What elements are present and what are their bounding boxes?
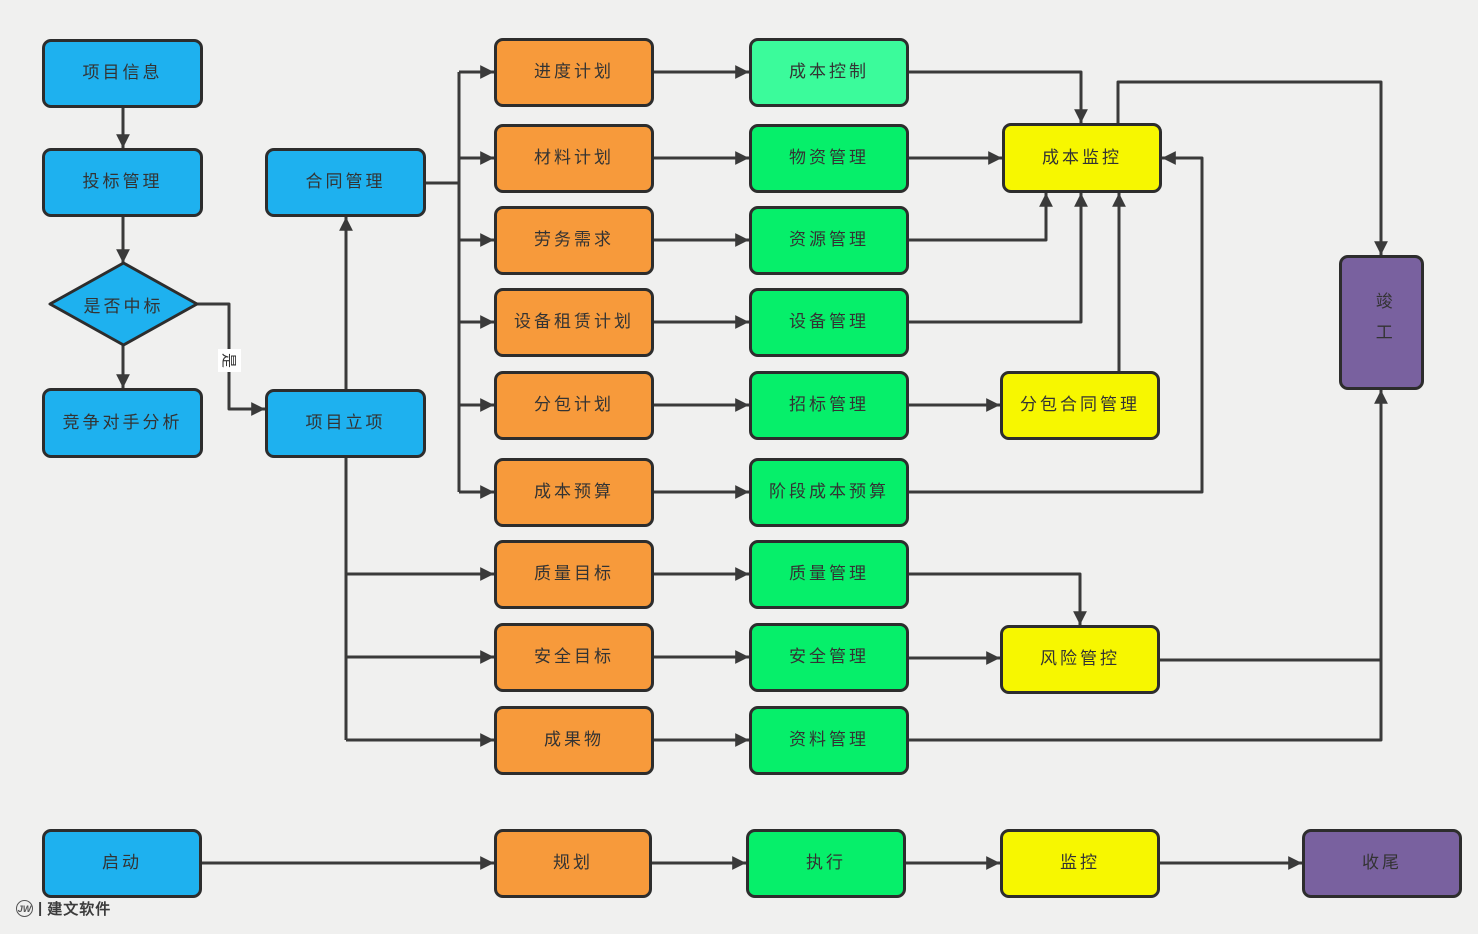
- node-deliverables: 成果物: [494, 706, 654, 775]
- node-equipment-mgmt: 设备管理: [749, 288, 909, 357]
- node-document-mgmt: 资料管理: [749, 706, 909, 775]
- node-stage-cost-budget: 阶段成本预算: [749, 458, 909, 527]
- node-risk-control: 风险管控: [1000, 625, 1160, 694]
- logo-badge-icon: JW: [16, 900, 33, 917]
- node-bid-mgmt: 投标管理: [42, 148, 203, 217]
- edge-stage-cost-budget-to-cost-monitor: [909, 151, 1204, 494]
- node-win-check: 是否中标: [83, 296, 164, 316]
- node-tender-mgmt: 招标管理: [749, 371, 909, 440]
- vendor-logo: JW | 建文软件: [16, 898, 111, 919]
- node-contract-mgmt: 合同管理: [265, 148, 426, 217]
- node-phase-execution: 执行: [746, 829, 906, 898]
- node-project-approval: 项目立项: [265, 389, 426, 458]
- node-cost-budget: 成本预算: [494, 458, 654, 527]
- win-check-diamond-shape: [48, 261, 199, 347]
- node-safety-target: 安全目标: [494, 623, 654, 692]
- node-project-info: 项目信息: [42, 39, 203, 108]
- node-material-mgmt: 物资管理: [749, 124, 909, 193]
- edge-label-yes: 是: [218, 349, 241, 372]
- logo-separator: |: [38, 900, 43, 917]
- logo-company-name: 建文软件: [47, 901, 112, 918]
- node-material-plan: 材料计划: [494, 124, 654, 193]
- edge-quality-mgmt-to-risk-control: [909, 572, 1087, 625]
- node-subcontract-plan: 分包计划: [494, 371, 654, 440]
- node-equipment-lease-plan: 设备租赁计划: [494, 288, 654, 357]
- node-labor-demand: 劳务需求: [494, 206, 654, 275]
- node-phase-monitoring: 监控: [1000, 829, 1160, 898]
- edge-resource-mgmt-to-cost-monitor: [909, 193, 1053, 242]
- edge-equipment-mgmt-to-cost-monitor: [909, 193, 1088, 324]
- edge-cost-monitor-to-completion: [1116, 80, 1388, 255]
- node-completion: 竣工: [1339, 255, 1424, 390]
- node-safety-mgmt: 安全管理: [749, 623, 909, 692]
- node-resource-mgmt: 资源管理: [749, 206, 909, 275]
- edge-cost-control-to-cost-monitor: [909, 70, 1088, 123]
- edge-document-mgmt-to-completion: [909, 390, 1388, 742]
- node-competitor-analysis: 竞争对手分析: [42, 388, 203, 458]
- node-phase-closing: 收尾: [1302, 829, 1462, 898]
- node-quality-target: 质量目标: [494, 540, 654, 609]
- node-phase-start: 启动: [42, 829, 202, 898]
- node-cost-monitor: 成本监控: [1002, 123, 1162, 193]
- node-schedule-plan: 进度计划: [494, 38, 654, 107]
- node-subcontract-contract-mgmt: 分包合同管理: [1000, 371, 1160, 440]
- node-quality-mgmt: 质量管理: [749, 540, 909, 609]
- node-phase-planning: 规划: [494, 829, 652, 898]
- node-cost-control: 成本控制: [749, 38, 909, 107]
